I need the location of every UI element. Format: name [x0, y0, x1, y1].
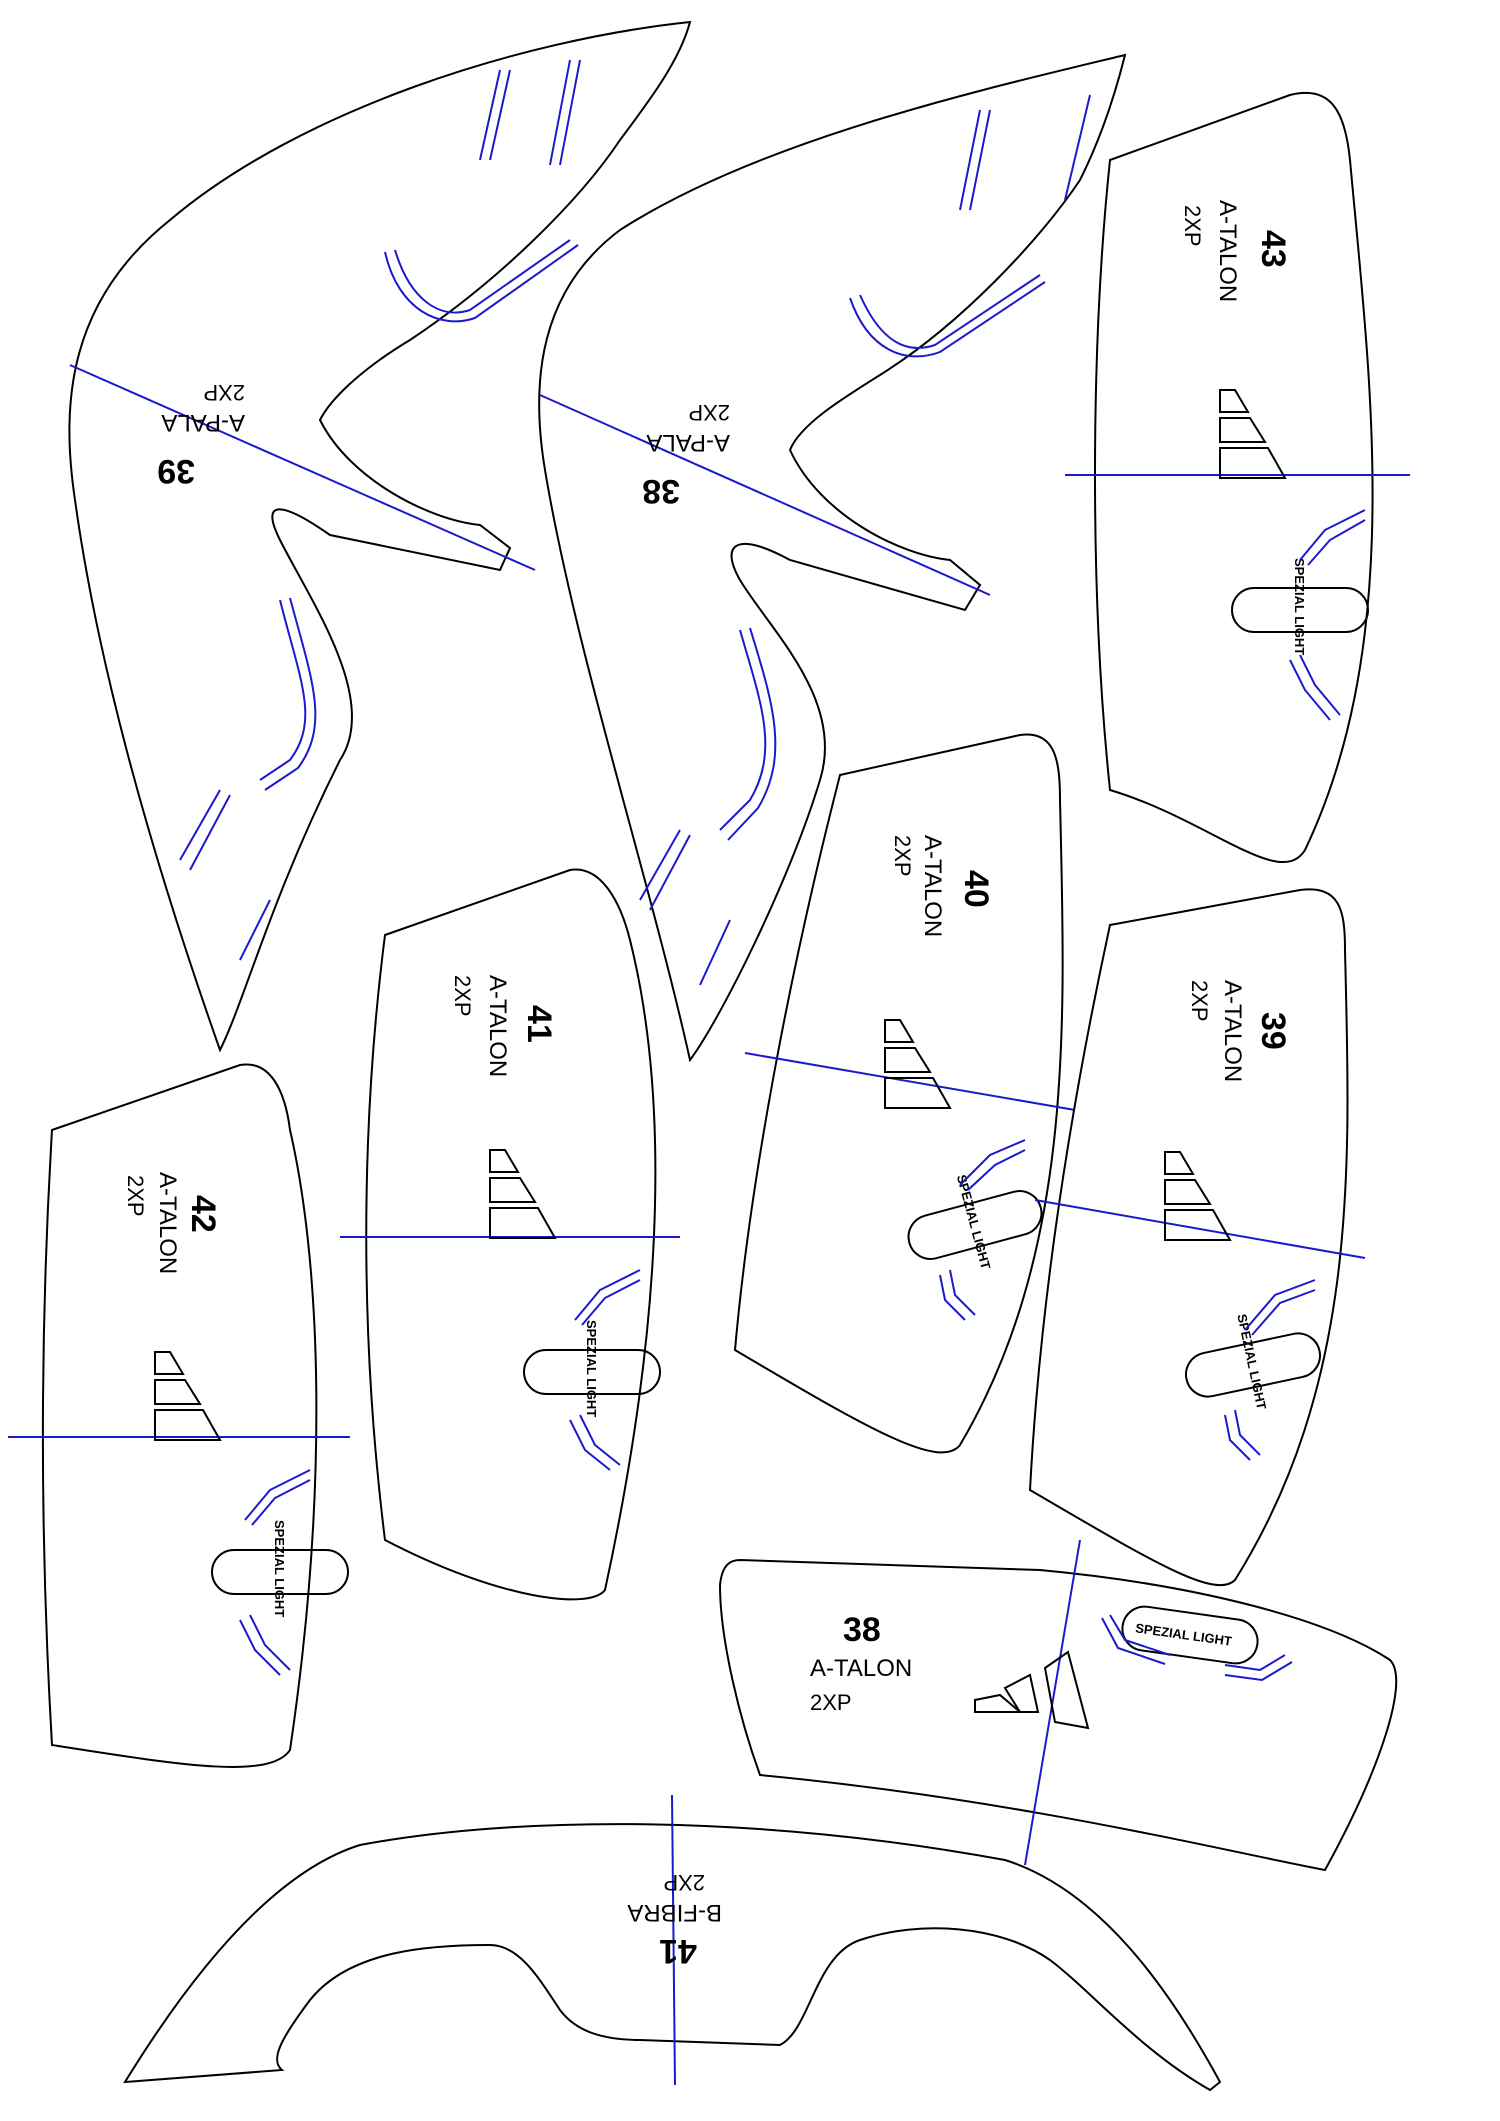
piece-number: 39 [1254, 1012, 1292, 1050]
piece-name: A-TALON [154, 1172, 181, 1274]
pattern-piece-41-b-fibra: 41 B-FIBRA 2XP [123, 1794, 1222, 2092]
piece-qty: 2XP [123, 1175, 148, 1217]
pattern-piece-38-a-talon: SPEZIAL LIGHT 38 A-TALON 2XP [718, 1539, 1398, 1872]
piece-name: A-TALON [1219, 980, 1246, 1082]
three-stripes-logo-icon [884, 1019, 951, 1109]
pattern-piece-39-a-talon: SPEZIAL LIGHT 39 A-TALON 2XP [1028, 888, 1366, 1587]
three-stripes-logo-icon [974, 1650, 1090, 1730]
piece-number: 41 [520, 1005, 558, 1043]
guide-slots [639, 94, 1091, 986]
pattern-piece-43-a-talon: SPEZIAL LIGHT 43 A-TALON 2XP [1065, 91, 1410, 863]
badge-icon: SPEZIAL LIGHT [1180, 1313, 1326, 1411]
pattern-piece-38-a-pala: 38 A-PALA 2XP [538, 53, 1127, 1063]
svg-text:SPEZIAL LIGHT: SPEZIAL LIGHT [1292, 558, 1307, 655]
piece-name: A-TALON [919, 835, 946, 937]
badge-icon: SPEZIAL LIGHT [902, 1173, 1048, 1271]
piece-qty: 2XP [1187, 980, 1212, 1022]
piece-number: 40 [957, 870, 995, 908]
piece-qty: 2XP [663, 1870, 705, 1895]
badge-icon: SPEZIAL LIGHT [211, 1520, 349, 1617]
piece-name: A-TALON [1214, 200, 1241, 302]
svg-text:SPEZIAL LIGHT: SPEZIAL LIGHT [584, 1320, 599, 1417]
piece-name: A-TALON [484, 975, 511, 1077]
piece-name: A-TALON [810, 1655, 912, 1682]
piece-qty: 2XP [810, 1690, 852, 1715]
piece-number: 41 [659, 1932, 697, 1970]
badge-icon: SPEZIAL LIGHT [1231, 558, 1369, 655]
piece-qty: 2XP [450, 975, 475, 1017]
pattern-piece-39-a-pala: 39 A-PALA 2XP [68, 20, 692, 1053]
piece-name: A-PALA [646, 429, 730, 456]
guide-slots [179, 59, 581, 961]
svg-text:SPEZIAL LIGHT: SPEZIAL LIGHT [272, 1520, 287, 1617]
pattern-piece-41-a-talon: SPEZIAL LIGHT 41 A-TALON 2XP [340, 868, 680, 1601]
piece-qty: 2XP [203, 380, 245, 405]
three-stripes-logo-icon [1164, 1151, 1231, 1241]
piece-qty: 2XP [1180, 205, 1205, 247]
piece-number: 42 [184, 1195, 222, 1233]
piece-qty: 2XP [688, 400, 730, 425]
piece-number: 38 [843, 1611, 881, 1649]
piece-name: B-FIBRA [627, 1899, 722, 1926]
three-stripes-logo-icon [154, 1351, 221, 1441]
badge-icon: SPEZIAL LIGHT [1121, 1605, 1259, 1665]
piece-number: 39 [157, 452, 195, 490]
three-stripes-logo-icon [489, 1149, 556, 1239]
piece-number: 43 [1254, 230, 1292, 268]
piece-qty: 2XP [890, 835, 915, 877]
svg-text:SPEZIAL LIGHT: SPEZIAL LIGHT [954, 1173, 994, 1271]
svg-text:SPEZIAL LIGHT: SPEZIAL LIGHT [1234, 1313, 1269, 1411]
piece-name: A-PALA [161, 409, 245, 436]
pattern-piece-40-a-talon: SPEZIAL LIGHT 40 A-TALON 2XP [733, 733, 1076, 1454]
piece-number: 38 [642, 472, 680, 510]
badge-icon: SPEZIAL LIGHT [523, 1320, 661, 1417]
pattern-piece-42-a-talon: SPEZIAL LIGHT 42 A-TALON 2XP [8, 1063, 350, 1768]
three-stripes-logo-icon [1219, 389, 1286, 479]
svg-text:SPEZIAL LIGHT: SPEZIAL LIGHT [1134, 1620, 1232, 1648]
